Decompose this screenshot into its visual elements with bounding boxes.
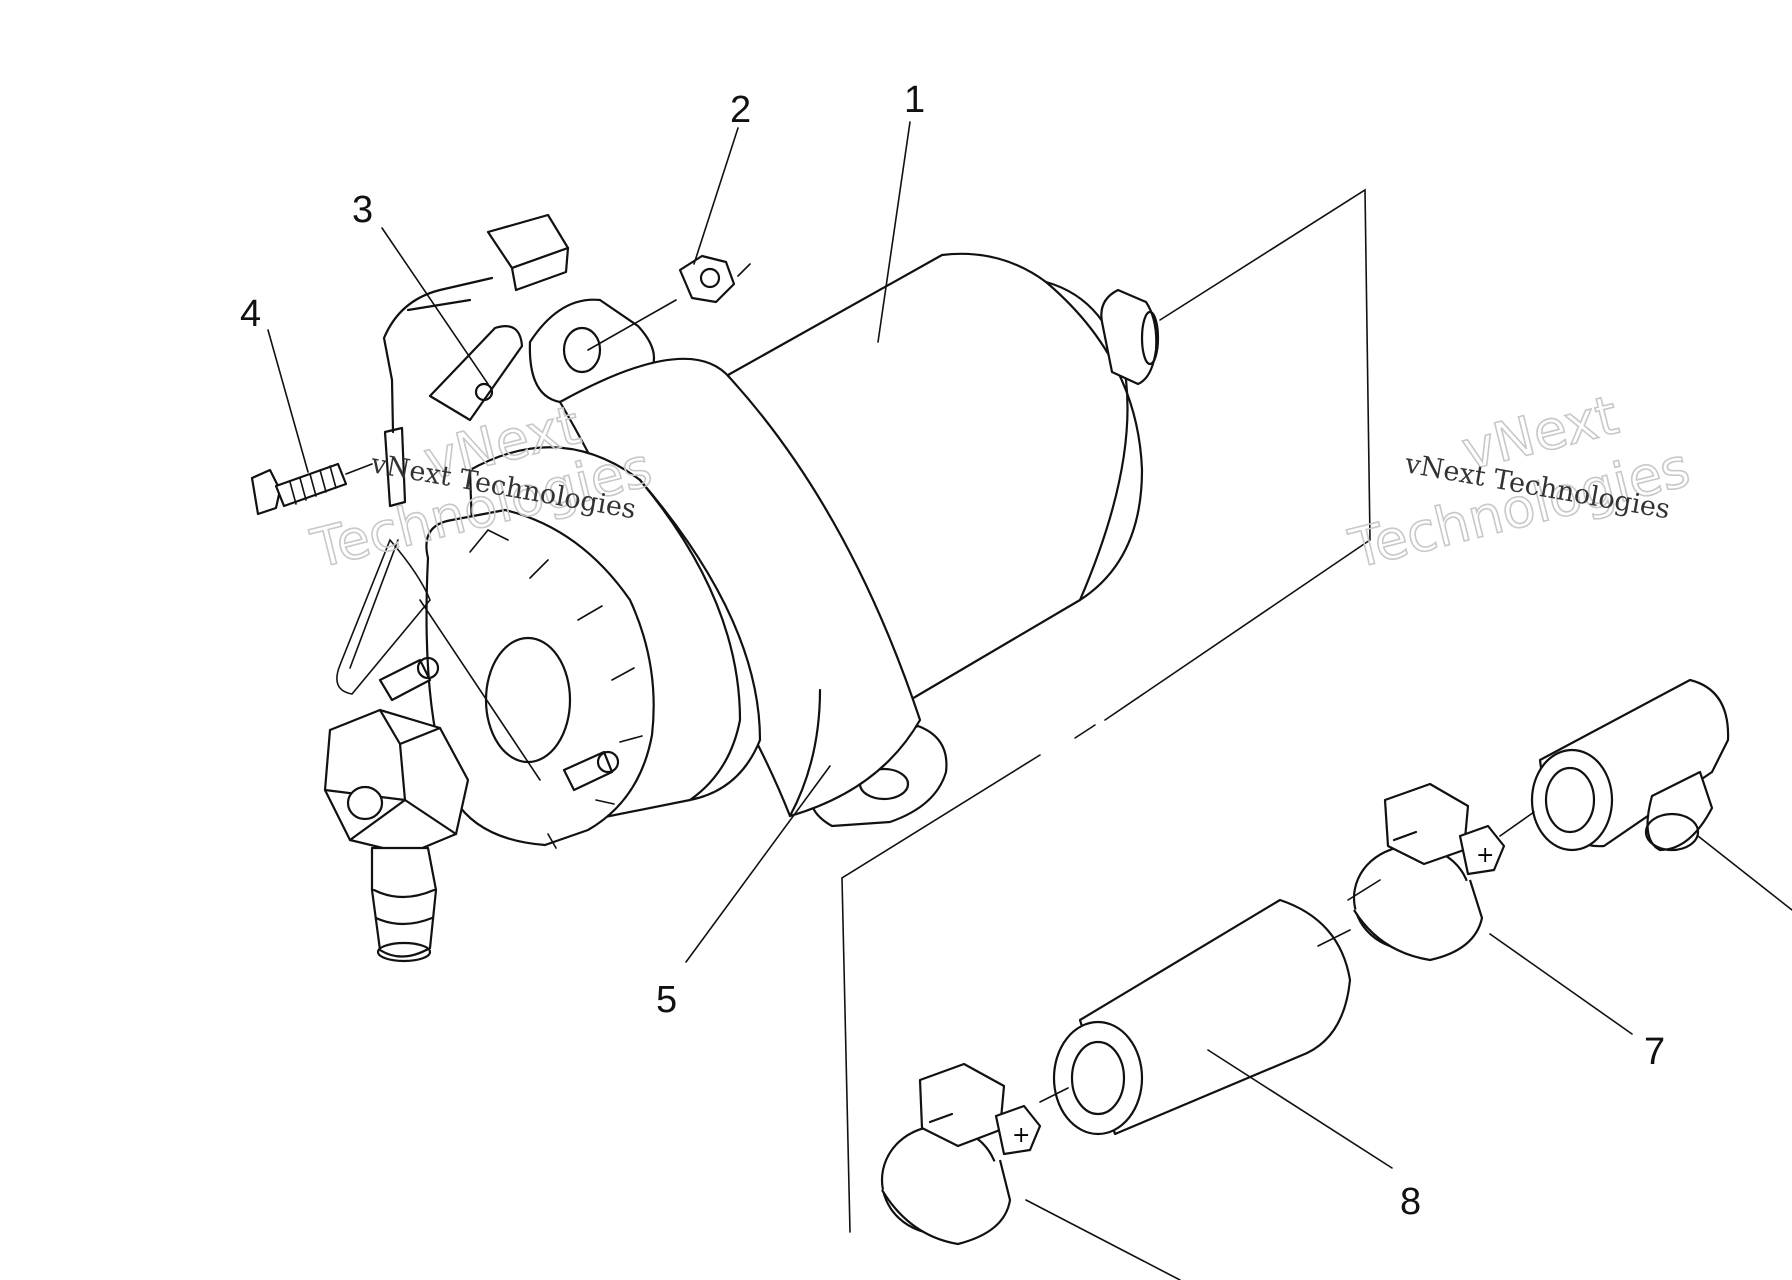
fuel-hose-part <box>1052 898 1352 1136</box>
nut-part <box>678 254 751 304</box>
callout-2: 2 <box>730 89 751 131</box>
svg-text:+: + <box>1476 843 1494 868</box>
svg-text:+: + <box>1012 1123 1030 1148</box>
bolt-part <box>250 462 373 516</box>
hose-clamp-lower: + <box>880 1062 1042 1246</box>
callout-1: 1 <box>904 79 925 121</box>
fuel-pump-body <box>323 213 1160 963</box>
leader-lines <box>267 121 1792 1280</box>
assembly-centerlines <box>587 299 1535 1103</box>
callout-7: 7 <box>1644 1031 1665 1073</box>
callout-8: 8 <box>1400 1181 1421 1223</box>
callout-labels: 1 2 3 4 5 7 8 <box>240 79 1665 1223</box>
watermark-right: vNext Technologies vNext Technologies <box>1342 383 1696 582</box>
exploded-view-frame <box>841 188 1371 1233</box>
callout-5: 5 <box>656 979 677 1021</box>
inline-tee-fitting <box>1530 678 1730 852</box>
hose-clamp-upper: + <box>1352 782 1506 962</box>
callout-3: 3 <box>352 189 373 231</box>
callout-4: 4 <box>240 293 261 335</box>
